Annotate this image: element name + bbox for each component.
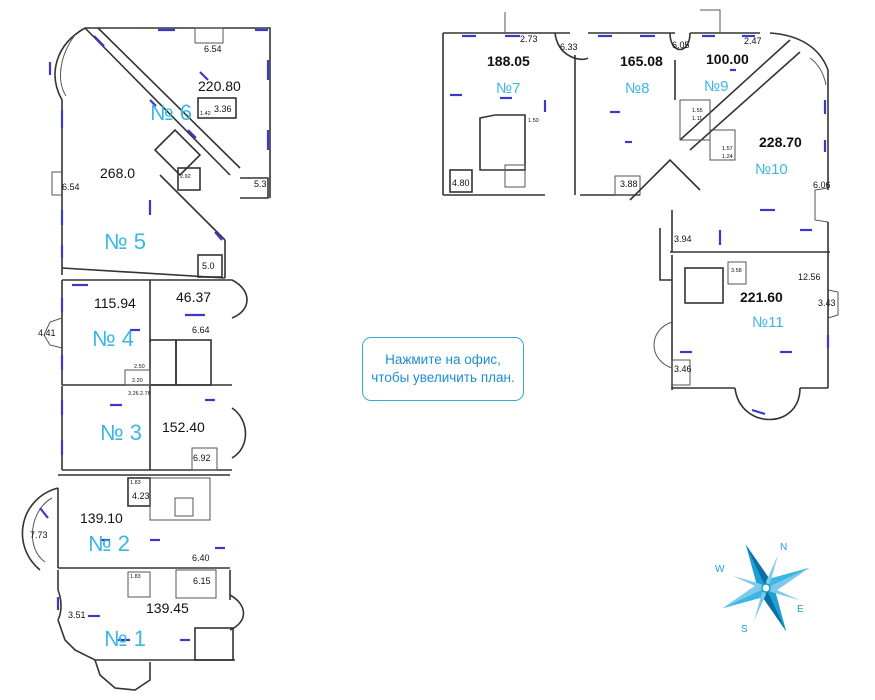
office-area: 100.00 bbox=[706, 51, 749, 67]
office-number: №9 bbox=[704, 78, 728, 95]
room-area-tiny: 1.50 bbox=[528, 118, 539, 124]
room-area-tiny: 1.11 bbox=[692, 116, 702, 122]
hint-line-2: чтобы увеличить план. bbox=[371, 370, 515, 385]
room-area: 2.47 bbox=[744, 36, 762, 46]
compass-label-n: N bbox=[780, 542, 787, 553]
room-area-tiny: 3.58 bbox=[731, 268, 742, 274]
room-area: 5.0 bbox=[202, 261, 215, 271]
room-area-tiny: 3.26 bbox=[128, 391, 139, 397]
office-area: 220.80 bbox=[198, 78, 241, 94]
office-area: 165.08 bbox=[620, 53, 663, 69]
hint-line-1: Нажмите на офис, bbox=[385, 352, 501, 367]
room-area: 6.15 bbox=[193, 576, 211, 586]
room-area-tiny: 2.76 bbox=[140, 391, 151, 397]
room-area: 6.64 bbox=[192, 325, 210, 335]
room-area: 6.06 bbox=[813, 180, 831, 190]
left-wing: 220.80 № 6 6.54 3.36 5.3 1.42 268.0 № 5 … bbox=[21, 27, 271, 691]
room-area: 3.36 bbox=[214, 104, 232, 114]
hint-box: Нажмите на офис, чтобы увеличить план. bbox=[362, 337, 524, 401]
room-area-tiny: 1.55 bbox=[692, 108, 703, 114]
office-number: № 2 bbox=[88, 531, 130, 556]
room-area: 6.54 bbox=[62, 182, 80, 192]
room-area: 3.94 bbox=[674, 234, 692, 244]
office-number: № 1 bbox=[104, 626, 146, 651]
room-area: 4.80 bbox=[452, 178, 470, 188]
office-1[interactable]: 139.45 № 1 6.15 3.51 1.83 bbox=[56, 569, 245, 691]
room-area: 3.51 bbox=[68, 610, 86, 620]
office-11[interactable]: 221.60 №11 12.56 3.43 3.46 3.58 bbox=[653, 228, 839, 421]
compass-label-w: W bbox=[715, 564, 725, 575]
office-6[interactable]: 220.80 № 6 6.54 3.36 5.3 1.42 bbox=[48, 27, 271, 230]
compass-label-s: S bbox=[741, 624, 748, 635]
office-area: 152.40 bbox=[162, 419, 205, 435]
office-area: 268.0 bbox=[100, 165, 135, 181]
office-area: 228.70 bbox=[759, 134, 802, 150]
office-area: 139.45 bbox=[146, 600, 189, 616]
room-area-tiny: 1.24 bbox=[722, 154, 733, 160]
room-area: 5.3 bbox=[254, 179, 267, 189]
room-area: 46.37 bbox=[176, 289, 211, 305]
room-area: 7.73 bbox=[30, 530, 48, 540]
room-area-tiny: 1.83 bbox=[130, 480, 141, 486]
office-number: № 5 bbox=[104, 229, 146, 254]
compass-rose-icon bbox=[722, 544, 810, 632]
room-area: 6.40 bbox=[192, 553, 210, 563]
room-area-tiny: 2.20 bbox=[132, 378, 143, 384]
office-4[interactable]: 115.94 № 4 46.37 4.41 6.64 2.50 2.20 bbox=[38, 279, 248, 386]
office-3[interactable]: № 3 152.40 6.92 3.26 2.76 bbox=[60, 386, 247, 471]
room-area: 12.56 bbox=[798, 272, 821, 282]
room-area-tiny: 1.42 bbox=[200, 111, 211, 117]
office-area: 221.60 bbox=[740, 289, 783, 305]
office-10[interactable]: 228.70 №10 6.06 3.94 1.57 1.24 bbox=[629, 32, 831, 255]
office-number: № 4 bbox=[92, 326, 134, 351]
office-5[interactable]: 268.0 № 5 6.54 5.0 2.92 bbox=[51, 160, 226, 279]
room-area: 2.73 bbox=[520, 34, 538, 44]
room-area: 6.92 bbox=[193, 453, 211, 463]
office-8[interactable]: 165.08 №8 6.33 3.88 bbox=[554, 32, 675, 196]
room-area-tiny: 1.83 bbox=[130, 574, 141, 580]
office-area: 139.10 bbox=[80, 510, 123, 526]
office-area: 188.05 bbox=[487, 53, 530, 69]
office-number: №10 bbox=[755, 161, 788, 178]
office-2[interactable]: 139.10 № 2 4.23 7.73 6.40 1.83 bbox=[21, 474, 230, 571]
office-area: 115.94 bbox=[94, 295, 136, 311]
office-number: № 3 bbox=[100, 420, 142, 445]
compass-label-e: E bbox=[797, 604, 804, 615]
office-9[interactable]: 100.00 №9 6.05 2.47 1.55 1.11 bbox=[669, 9, 801, 151]
office-7[interactable]: 188.05 №7 2.73 4.80 1.50 bbox=[442, 12, 576, 196]
room-area: 4.41 bbox=[38, 328, 56, 338]
room-area-tiny: 2.50 bbox=[134, 364, 145, 370]
office-number: №8 bbox=[625, 80, 649, 97]
room-area: 3.46 bbox=[674, 364, 692, 374]
right-wing: 188.05 №7 2.73 4.80 1.50 165.08 №8 6.33 … bbox=[442, 9, 839, 421]
room-area: 3.88 bbox=[620, 179, 638, 189]
room-area: 6.33 bbox=[560, 42, 578, 52]
room-area: 3.43 bbox=[818, 298, 836, 308]
office-number: №7 bbox=[496, 80, 520, 97]
office-number: № 6 bbox=[150, 100, 192, 125]
room-area: 6.05 bbox=[672, 40, 690, 50]
room-area: 6.54 bbox=[204, 44, 222, 54]
room-area: 4.23 bbox=[132, 491, 150, 501]
office-number: №11 bbox=[752, 314, 784, 331]
room-area-tiny: 1.57 bbox=[722, 146, 733, 152]
room-area-tiny: 2.92 bbox=[180, 174, 191, 180]
